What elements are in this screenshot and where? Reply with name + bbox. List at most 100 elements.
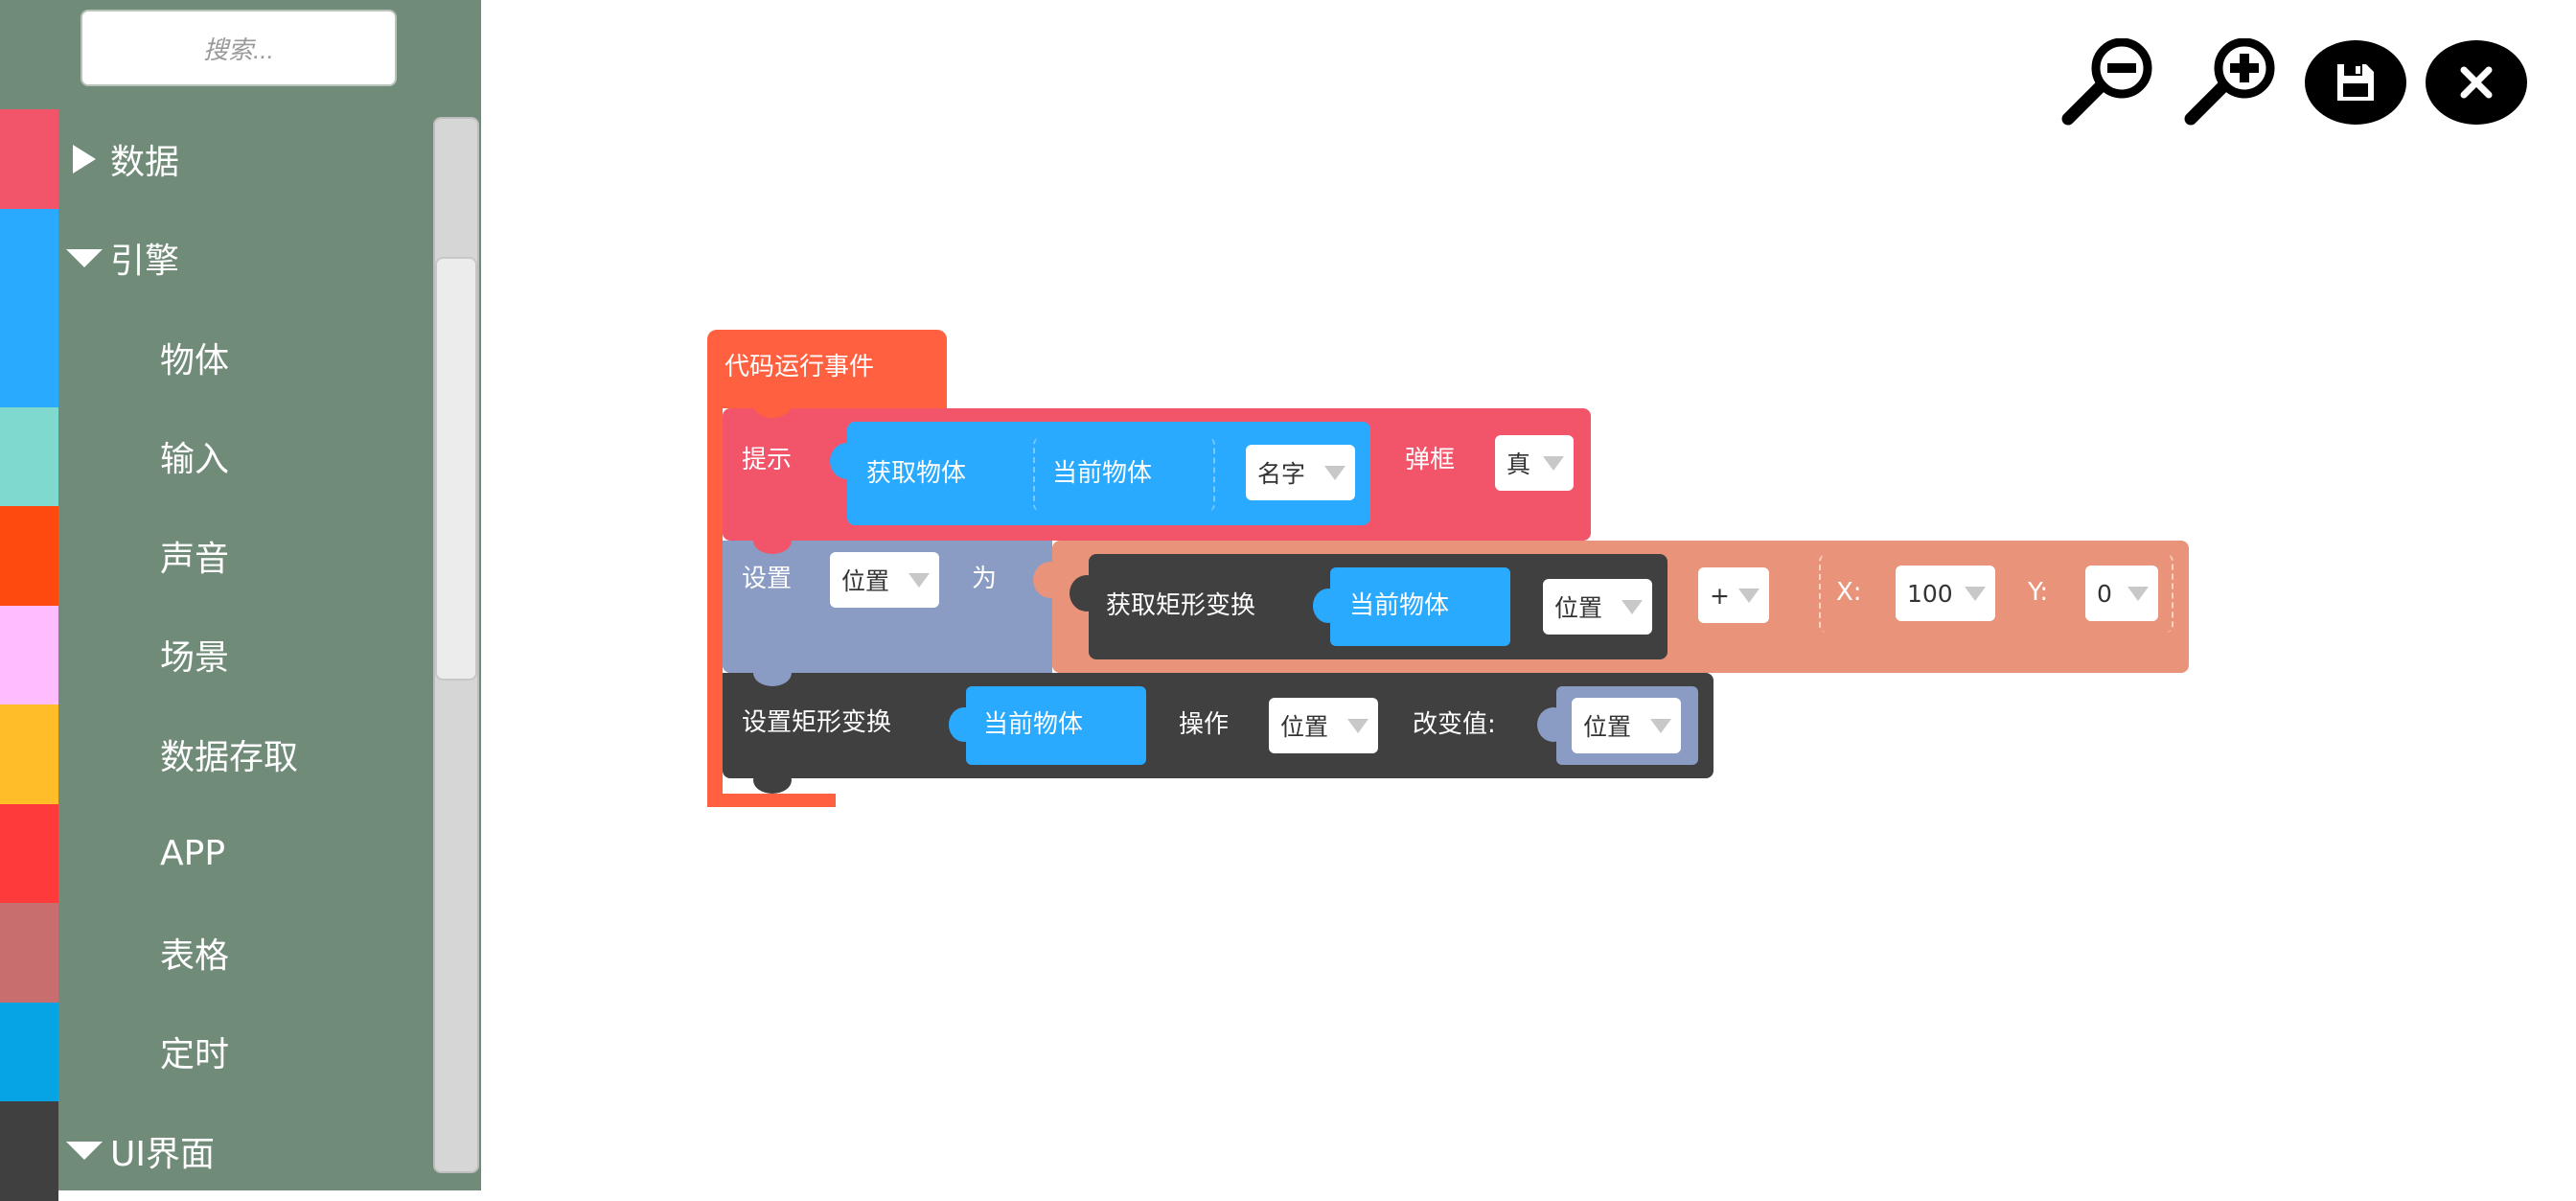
connector-nub: [949, 707, 979, 742]
category-swatch: [0, 406, 58, 506]
current-object-label: 当前物体: [1052, 459, 1153, 488]
connector-nub: [1537, 707, 1570, 742]
category-label: APP: [160, 833, 226, 873]
y-value-field[interactable]: 0: [2085, 566, 2158, 621]
category-label: 引擎: [110, 242, 180, 282]
zoom-out-icon: [2061, 37, 2152, 126]
category-label: 定时: [160, 1035, 230, 1075]
dropdown-arrow-icon: [1738, 589, 1760, 603]
connector-nub: [753, 391, 792, 418]
category-sound[interactable]: 声音: [0, 506, 433, 606]
dropdown-arrow-icon: [1650, 719, 1671, 733]
operation-label: 操作: [1179, 710, 1230, 739]
change-value-dropdown[interactable]: 位置: [1572, 698, 1681, 753]
current-object-block[interactable]: [1330, 567, 1510, 646]
category-label: 数据存取: [160, 737, 299, 777]
category-label: UI界面: [110, 1134, 215, 1174]
category-swatch: [0, 308, 58, 407]
event-block-spine: [707, 403, 723, 807]
category-label: 场景: [160, 638, 230, 679]
variable-dropdown[interactable]: 位置: [830, 552, 939, 608]
dropdown-arrow-icon: [1543, 456, 1564, 471]
rect-prop-dropdown[interactable]: 位置: [1543, 579, 1652, 635]
popup-label: 弹框: [1405, 446, 1456, 474]
connector-nub: [753, 527, 792, 554]
category-timer[interactable]: 定时: [0, 1002, 433, 1101]
connector-nub: [830, 443, 864, 479]
change-value-label: 改变值:: [1413, 710, 1496, 739]
popup-dropdown[interactable]: 真: [1495, 435, 1574, 491]
x-value: 100: [1907, 579, 1953, 608]
y-value: 0: [2097, 579, 2112, 608]
collapse-arrow-icon: [66, 248, 103, 267]
zoom-out-button[interactable]: [2058, 37, 2164, 127]
set-label: 设置: [742, 565, 793, 593]
category-swatch: [0, 506, 58, 606]
dropdown-arrow-icon: [1347, 719, 1368, 733]
connector-nub: [753, 659, 792, 686]
category-label: 物体: [160, 340, 230, 381]
connector-nub: [1033, 562, 1068, 598]
dropdown-arrow-icon: [908, 573, 930, 588]
dropdown-arrow-icon: [1965, 587, 1986, 601]
dropdown-arrow-icon: [1622, 600, 1643, 614]
dropdown-arrow-icon: [2128, 587, 2149, 601]
category-swatch: [0, 208, 58, 308]
operator-dropdown-value: +: [1710, 581, 1730, 610]
vector-input-block[interactable]: [1819, 554, 2174, 633]
category-data[interactable]: 数据: [0, 109, 433, 209]
save-icon: [2337, 64, 2374, 101]
search-input[interactable]: 搜索...: [80, 10, 397, 86]
category-object[interactable]: 物体: [0, 308, 433, 407]
category-label: 输入: [160, 440, 230, 480]
popup-dropdown-value: 真: [1506, 450, 1531, 478]
field-dropdown-value: 名字: [1257, 460, 1306, 488]
variable-dropdown-value: 位置: [841, 567, 890, 595]
category-scene[interactable]: 场景: [0, 605, 433, 704]
field-dropdown[interactable]: 名字: [1246, 445, 1355, 500]
hint-block-label: 提示: [742, 446, 793, 474]
event-block-label: 代码运行事件: [724, 353, 875, 381]
expand-arrow-icon: [73, 144, 96, 173]
connector-nub: [753, 767, 792, 794]
zoom-in-button[interactable]: [2181, 37, 2287, 127]
current-object-block[interactable]: [1033, 437, 1215, 512]
save-button[interactable]: [2305, 40, 2406, 125]
category-table[interactable]: 表格: [0, 903, 433, 1003]
category-swatch: [0, 803, 58, 903]
event-block-foot: [707, 794, 836, 807]
zoom-in-icon: [2184, 37, 2275, 126]
category-swatch: [0, 109, 58, 209]
set-rect-transform-label: 设置矩形变换: [742, 708, 892, 737]
dropdown-arrow-icon: [1324, 466, 1346, 480]
change-value-dropdown-value: 位置: [1583, 713, 1632, 741]
category-swatch: [0, 1002, 58, 1101]
y-label: Y:: [2028, 578, 2049, 607]
category-input[interactable]: 输入: [0, 406, 433, 506]
close-button[interactable]: [2426, 40, 2527, 125]
category-swatch: [0, 903, 58, 1003]
current-object-block[interactable]: [966, 686, 1146, 765]
event-block[interactable]: [707, 330, 947, 408]
scrollbar-thumb[interactable]: [435, 257, 477, 681]
operator-dropdown[interactable]: +: [1698, 567, 1769, 623]
x-label: X:: [1836, 578, 1862, 607]
category-ui[interactable]: UI界面: [0, 1101, 433, 1201]
category-engine[interactable]: 引擎: [0, 208, 433, 308]
set-to-label: 为: [972, 565, 998, 593]
connector-nub: [1070, 575, 1104, 612]
x-value-field[interactable]: 100: [1896, 566, 1995, 621]
category-swatch: [0, 605, 58, 704]
operation-dropdown[interactable]: 位置: [1269, 698, 1378, 753]
current-object-label: 当前物体: [983, 710, 1084, 739]
category-data-storage[interactable]: 数据存取: [0, 704, 433, 804]
category-swatch: [0, 1101, 58, 1201]
toolbox-sidebar: 搜索... 数据 引擎 物体 输入 声音 场景 数据: [0, 0, 481, 1201]
category-list: 数据 引擎 物体 输入 声音 场景 数据存取 APP: [0, 109, 433, 1201]
category-label: 表格: [160, 935, 230, 976]
rect-prop-dropdown-value: 位置: [1554, 594, 1603, 622]
category-swatch: [0, 704, 58, 804]
collapse-arrow-icon: [66, 1142, 103, 1161]
operation-dropdown-value: 位置: [1280, 713, 1329, 741]
category-app[interactable]: APP: [0, 803, 433, 903]
